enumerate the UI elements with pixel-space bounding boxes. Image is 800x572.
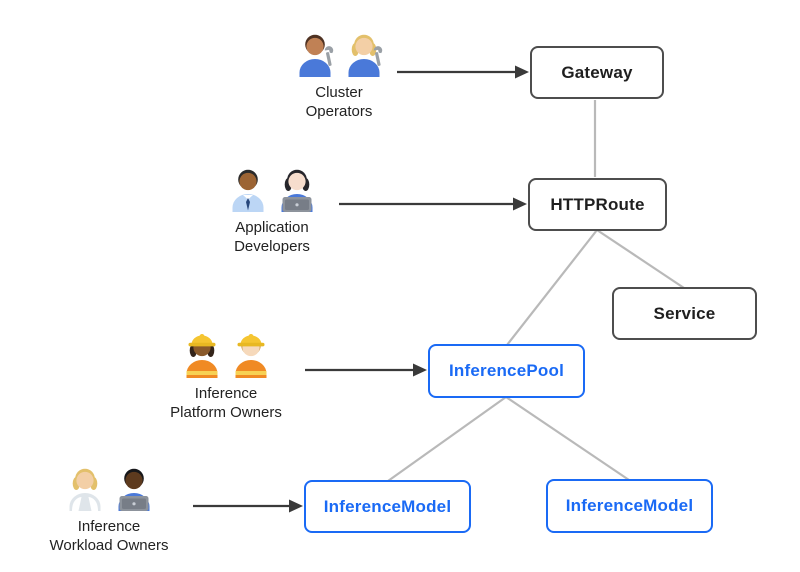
arrow-application-developers-httproute	[339, 197, 527, 211]
health-worker-icon	[69, 468, 100, 511]
woman-technologist-icon	[281, 169, 312, 212]
woman-construction-worker-icon	[186, 334, 217, 378]
edge-httproute-service	[596, 229, 685, 289]
node-inferencemodel-right: InferenceModel	[546, 479, 713, 533]
actor-icons-cluster-operators	[254, 31, 424, 77]
actor-label-line: Operators	[305, 103, 373, 120]
actor-icons-inference-platform-owners	[141, 332, 311, 378]
node-inferencepool: InferencePool	[428, 344, 585, 398]
edge-httproute-inferencepool	[506, 229, 598, 346]
actor-label-line: Inference	[77, 518, 141, 535]
actor-label-inference-workload-owners: Inference Workload Owners	[24, 517, 194, 555]
man-office-worker-icon	[232, 169, 263, 212]
node-service: Service	[612, 287, 757, 340]
node-httproute-label: HTTPRoute	[550, 194, 645, 214]
actor-label-line: Workload Owners	[49, 537, 169, 554]
node-inferencemodel-left-label: InferenceModel	[323, 496, 452, 516]
man-construction-worker-icon	[235, 334, 266, 378]
node-gateway: Gateway	[530, 46, 664, 99]
actor-label-line: Platform Owners	[170, 404, 282, 421]
node-inferencemodel-left: InferenceModel	[304, 480, 471, 533]
node-gateway-label: Gateway	[561, 62, 633, 82]
man-mechanic-icon	[299, 34, 333, 77]
node-service-label: Service	[653, 303, 716, 323]
actor-application-developers: Application Developers	[187, 166, 357, 256]
actor-label-inference-platform-owners: Inference Platform Owners	[141, 384, 311, 422]
arrow-inference-workload-owners-inferencemodel	[193, 499, 303, 513]
edge-inferencepool-inferencemodel-left	[387, 396, 507, 482]
actor-label-line: Application	[235, 219, 309, 236]
arrow-inference-platform-owners-inferencepool	[305, 363, 427, 377]
actor-label-line: Cluster	[315, 84, 363, 101]
actor-label-line: Developers	[234, 238, 310, 255]
actor-icons-inference-workload-owners	[24, 465, 194, 511]
man-technologist-icon	[118, 468, 149, 511]
arrow-cluster-operators-gateway	[397, 65, 529, 79]
edge-inferencepool-inferencemodel-right	[505, 396, 630, 481]
woman-mechanic-icon	[348, 34, 382, 77]
node-inferencepool-label: InferencePool	[448, 361, 565, 380]
actor-inference-workload-owners: Inference Workload Owners	[24, 465, 194, 555]
actor-cluster-operators: Cluster Operators	[254, 31, 424, 121]
actor-icons-application-developers	[187, 166, 357, 212]
actor-label-line: Inference	[194, 385, 258, 402]
node-httproute: HTTPRoute	[528, 178, 667, 231]
actor-label-application-developers: Application Developers	[187, 218, 357, 256]
actor-label-cluster-operators: Cluster Operators	[254, 83, 424, 121]
actor-inference-platform-owners: Inference Platform Owners	[141, 332, 311, 422]
node-inferencemodel-right-label: InferenceModel	[565, 496, 694, 515]
